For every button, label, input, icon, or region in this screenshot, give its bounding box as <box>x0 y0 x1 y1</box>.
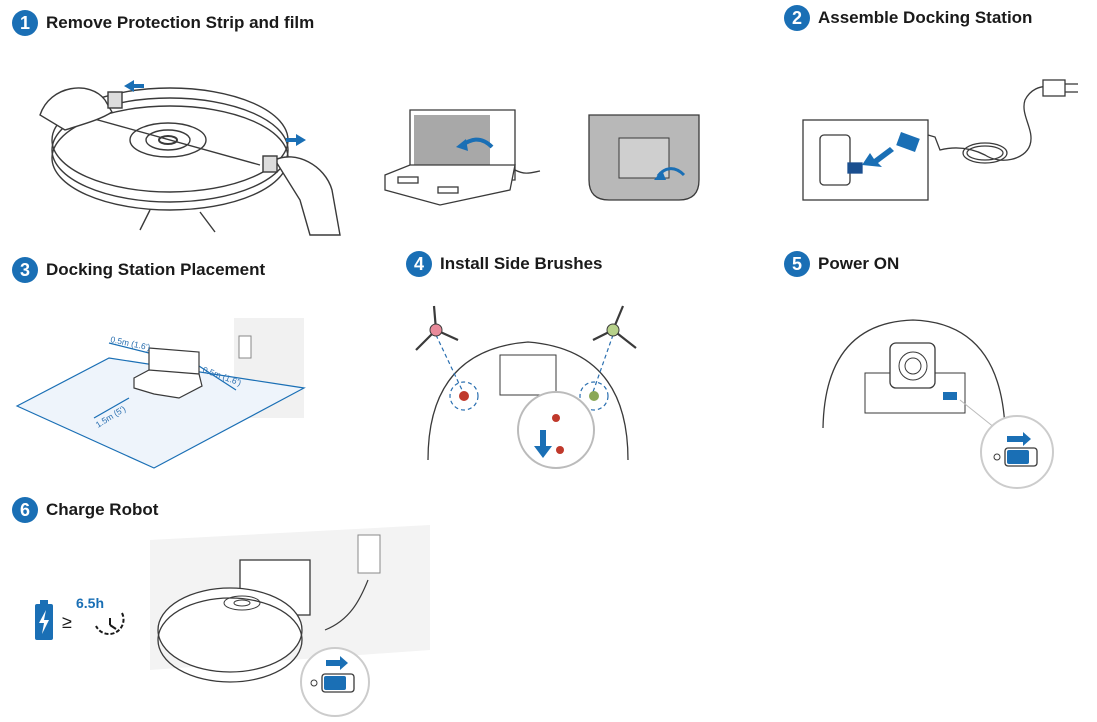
wall-outlet <box>357 534 381 574</box>
step-number: 4 <box>406 251 432 277</box>
arrow-icon <box>456 139 468 151</box>
step-title: Docking Station Placement <box>46 260 266 279</box>
charge-duration: 6.5h <box>76 595 104 611</box>
clock-icon <box>95 612 125 636</box>
step-number: 6 <box>12 497 38 523</box>
step-1-header: 1 Remove Protection Strip and film <box>12 10 314 36</box>
charge-time-indicator: ≥ 6.5h <box>35 595 125 640</box>
step-title: Assemble Docking Station <box>818 8 1033 27</box>
step-number: 3 <box>12 257 38 283</box>
step-number: 2 <box>784 5 810 31</box>
arrow-icon <box>1007 432 1031 446</box>
step-title: Install Side Brushes <box>440 254 603 273</box>
power-on-illustration <box>822 319 1054 489</box>
dock-back-film-illustration <box>588 114 700 201</box>
arrow-icon <box>286 134 306 146</box>
step-title: Remove Protection Strip and film <box>46 13 315 32</box>
arrow-icon <box>326 656 348 670</box>
dock-film-illustration <box>384 109 541 206</box>
step-title: Power ON <box>818 254 900 273</box>
left-clearance-label: 0.5m (1.6') <box>110 334 152 352</box>
step-4-header: 4 Install Side Brushes <box>406 251 603 277</box>
placement-illustration: 0.5m (1.6') 0.5m (1.6') 1.5m (5') <box>15 318 306 469</box>
left-brush-hub <box>429 323 443 337</box>
side-brushes-illustration <box>415 305 637 469</box>
step-5-header: 5 Power ON <box>784 251 899 277</box>
power-switch-icon <box>943 392 957 400</box>
arrow-icon <box>862 147 894 167</box>
assemble-dock-illustration <box>802 79 1078 201</box>
arrow-icon <box>534 446 552 458</box>
remove-strip-illustration <box>39 80 341 236</box>
step-6-header: 6 Charge Robot <box>12 497 158 523</box>
plug-icon <box>896 132 920 152</box>
step-3-header: 3 Docking Station Placement <box>12 257 265 283</box>
step-2-header: 2 Assemble Docking Station <box>784 5 1032 31</box>
arrow-icon <box>124 80 144 92</box>
step-number: 5 <box>784 251 810 277</box>
step-title: Charge Robot <box>46 500 159 519</box>
battery-icon <box>35 600 53 640</box>
charge-robot-illustration <box>150 525 430 717</box>
arrow-icon <box>654 170 666 180</box>
right-brush-hub <box>606 323 620 337</box>
step-number: 1 <box>12 10 38 36</box>
wall-outlet <box>238 335 252 359</box>
comparison-symbol: ≥ <box>62 612 72 632</box>
